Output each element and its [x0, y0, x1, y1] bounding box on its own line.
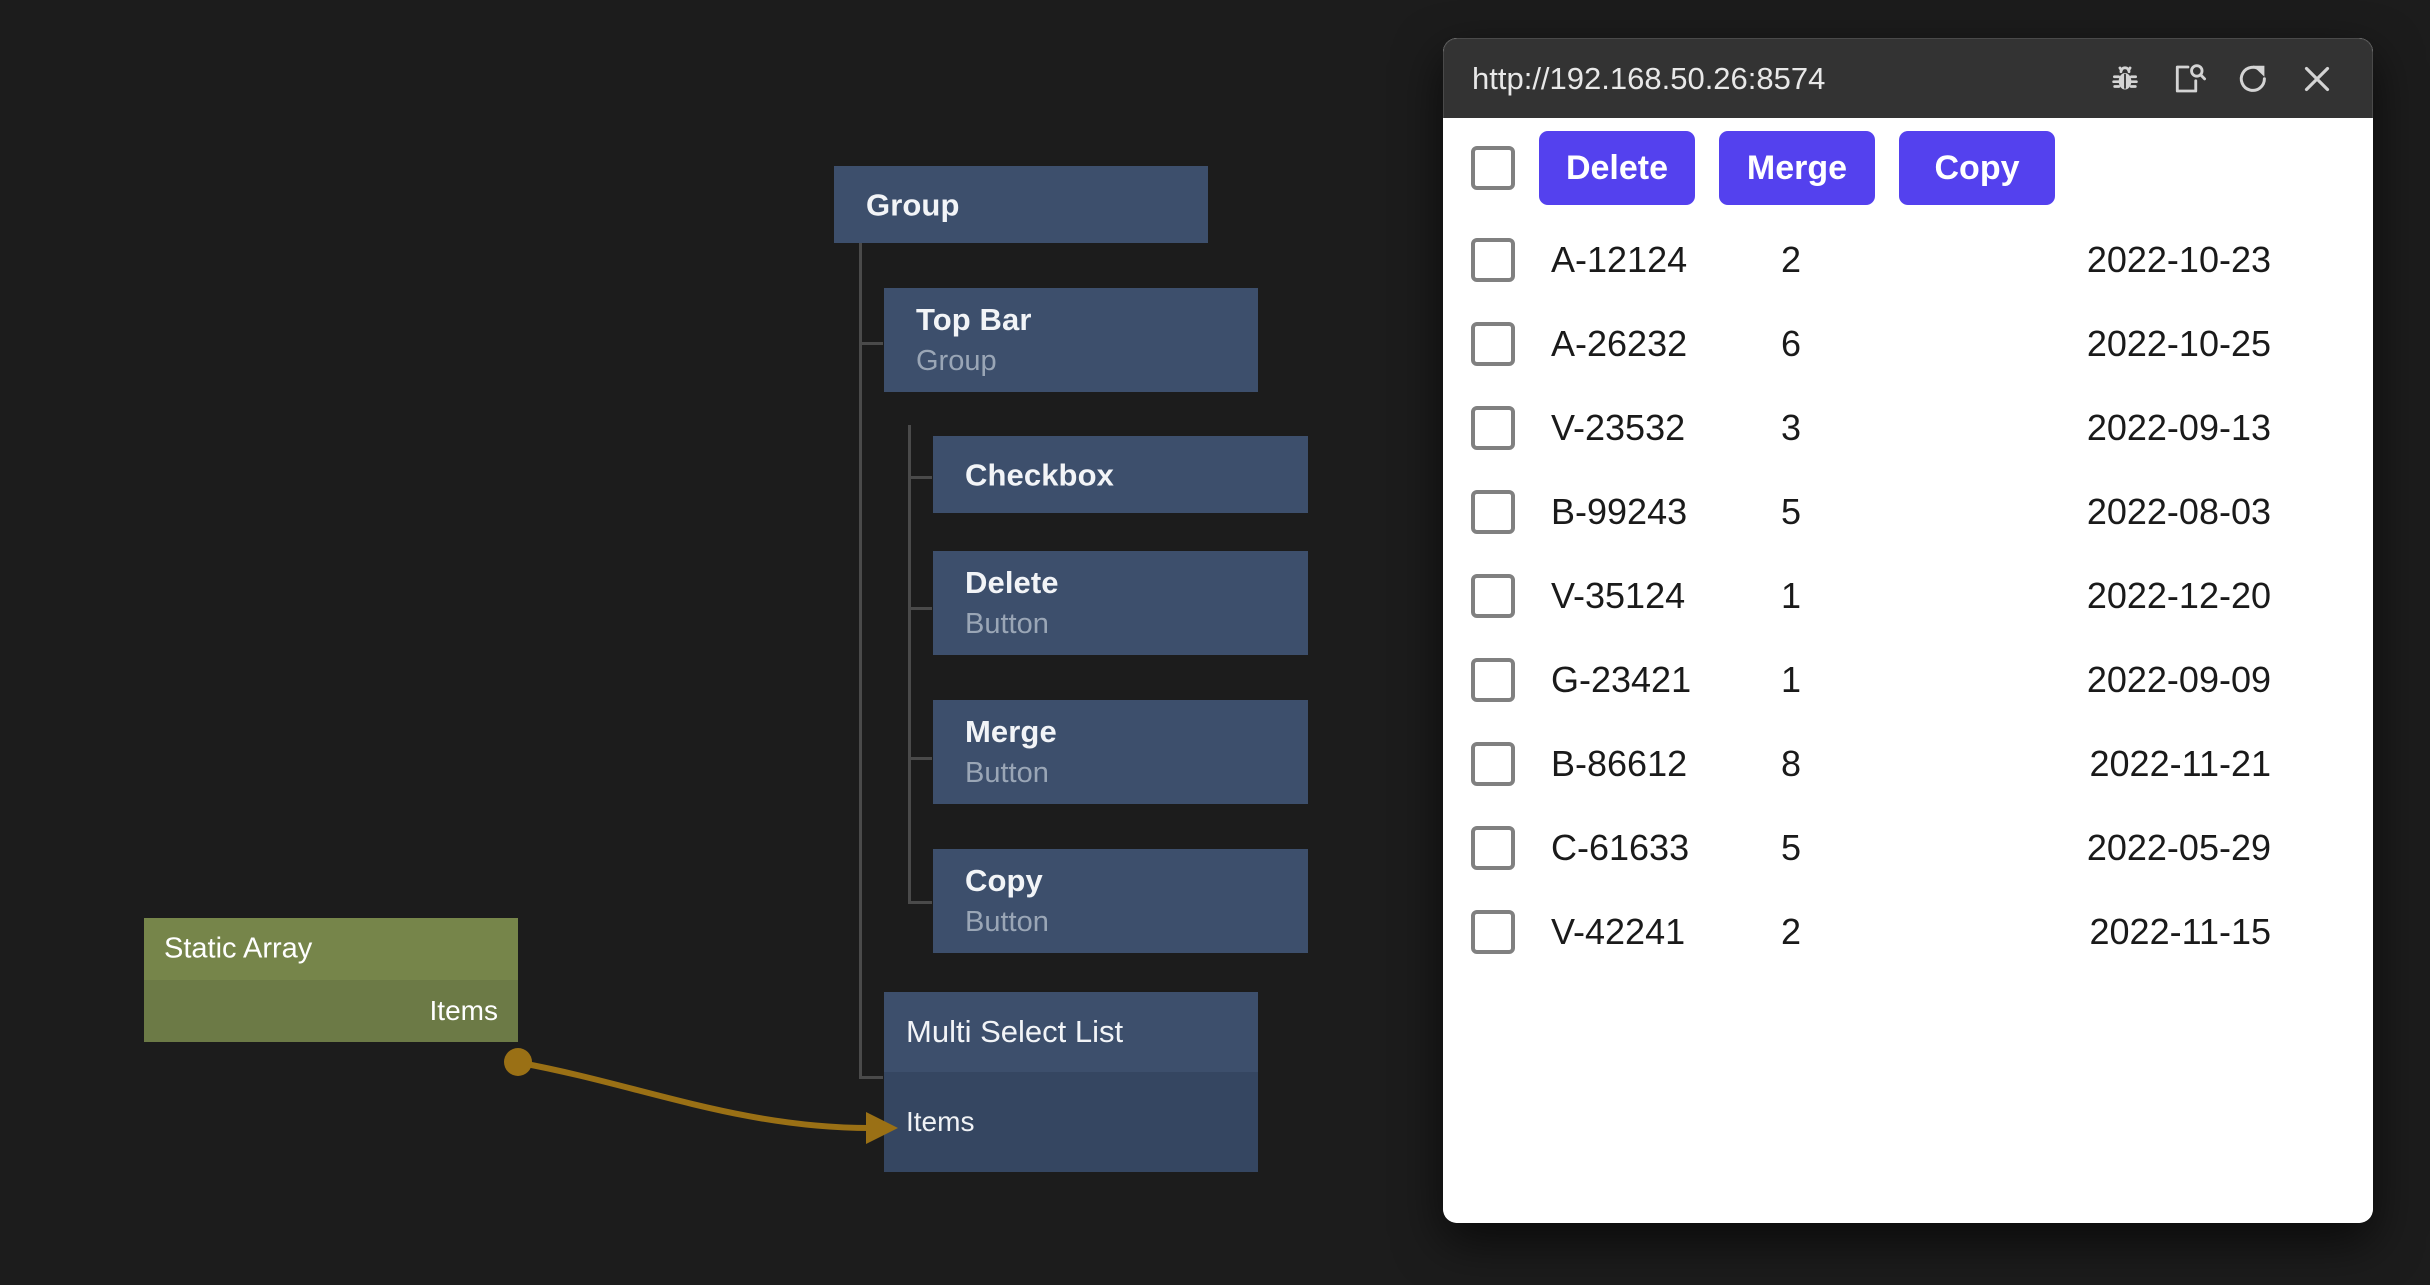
row-date: 2022-10-23: [2086, 239, 2271, 280]
row-checkbox[interactable]: [1471, 742, 1515, 786]
tree-node-title: Checkbox: [965, 457, 1114, 492]
row-quantity: 3: [1781, 407, 1802, 448]
row-date: 2022-09-09: [2086, 659, 2271, 700]
reload-icon[interactable]: [2224, 50, 2282, 108]
tree-connector-branch: [908, 901, 932, 904]
table-row[interactable]: A-12124 2 2022-10-23: [1443, 218, 2373, 302]
row-id: B-99243: [1551, 491, 1688, 532]
row-checkbox[interactable]: [1471, 574, 1515, 618]
tree-connector-branch: [908, 476, 932, 479]
row-checkbox[interactable]: [1471, 406, 1515, 450]
delete-button[interactable]: Delete: [1539, 131, 1695, 205]
tree-connector-branch: [859, 1076, 883, 1079]
copy-button[interactable]: Copy: [1899, 131, 2055, 205]
row-checkbox[interactable]: [1471, 322, 1515, 366]
node-port-items[interactable]: Items: [429, 995, 498, 1026]
table-row[interactable]: G-23421 1 2022-09-09: [1443, 638, 2373, 722]
row-date: 2022-05-29: [2086, 827, 2271, 868]
tree-node-title: Group: [866, 187, 960, 222]
tree-node-title: Merge: [965, 714, 1057, 749]
row-quantity: 2: [1781, 911, 1802, 952]
url-bar[interactable]: http://192.168.50.26:8574: [1472, 60, 1826, 96]
node-header: Multi Select List: [884, 992, 1258, 1072]
row-id: A-26232: [1551, 323, 1688, 364]
tree-node-copy[interactable]: Copy Button: [933, 849, 1308, 953]
row-quantity: 1: [1781, 575, 1802, 616]
tree-node-subtitle: Group: [916, 345, 997, 377]
node-port-items[interactable]: Items: [906, 1106, 975, 1137]
tree-connector-branch: [908, 757, 932, 760]
row-id: G-23421: [1551, 659, 1692, 700]
merge-button[interactable]: Merge: [1719, 131, 1875, 205]
tree-connector-trunk: [859, 166, 862, 1078]
row-date: 2022-10-25: [2086, 323, 2271, 364]
node-static-array[interactable]: Static Array Items: [144, 918, 518, 1042]
row-date: 2022-09-13: [2086, 407, 2271, 448]
row-quantity: 8: [1781, 743, 1802, 784]
row-checkbox[interactable]: [1471, 910, 1515, 954]
table-toolbar: Delete Merge Copy: [1443, 118, 2373, 218]
tree-connector-branch: [908, 607, 932, 610]
tree-node-title: Delete: [965, 565, 1059, 600]
row-checkbox[interactable]: [1471, 238, 1515, 282]
browser-titlebar: http://192.168.50.26:8574: [1443, 38, 2373, 118]
inspect-icon[interactable]: [2160, 50, 2218, 108]
row-date: 2022-08-03: [2086, 491, 2271, 532]
node-body: Items: [144, 980, 518, 1042]
row-date: 2022-12-20: [2086, 575, 2271, 616]
edge-static-array-to-multi-select: [520, 1060, 871, 1131]
node-title: Static Array: [164, 932, 313, 965]
tree-node-checkbox[interactable]: Checkbox: [933, 436, 1308, 513]
table-row[interactable]: C-61633 5 2022-05-29: [1443, 806, 2373, 890]
edge-source-port-dot: [504, 1048, 532, 1076]
node-title: Multi Select List: [906, 1014, 1124, 1049]
row-quantity: 5: [1781, 827, 1802, 868]
node-multi-select-list[interactable]: Multi Select List Items: [884, 992, 1258, 1172]
tree-node-group[interactable]: Group: [834, 166, 1208, 243]
row-id: V-35124: [1551, 575, 1686, 616]
row-id: V-42241: [1551, 911, 1686, 952]
tree-node-subtitle: Button: [965, 906, 1049, 938]
close-icon[interactable]: [2288, 50, 2346, 108]
row-checkbox[interactable]: [1471, 490, 1515, 534]
row-id: C-61633: [1551, 827, 1690, 868]
table-row[interactable]: B-99243 5 2022-08-03: [1443, 470, 2373, 554]
tree-node-delete[interactable]: Delete Button: [933, 551, 1308, 655]
row-id: B-86612: [1551, 743, 1688, 784]
row-date: 2022-11-21: [2089, 743, 2271, 784]
tree-connector-trunk-level2: [908, 425, 911, 904]
row-quantity: 1: [1781, 659, 1802, 700]
row-checkbox[interactable]: [1471, 826, 1515, 870]
tree-node-top-bar[interactable]: Top Bar Group: [884, 288, 1258, 392]
row-quantity: 5: [1781, 491, 1802, 532]
browser-panel[interactable]: http://192.168.50.26:8574: [1443, 38, 2373, 1223]
bug-icon[interactable]: [2096, 50, 2154, 108]
node-header: Static Array: [144, 918, 518, 980]
row-id: V-23532: [1551, 407, 1686, 448]
tree-node-title: Copy: [965, 863, 1043, 898]
node-body: Items: [884, 1072, 1258, 1172]
tree-connector-branch: [859, 342, 883, 345]
tree-node-merge[interactable]: Merge Button: [933, 700, 1308, 804]
row-date: 2022-11-15: [2089, 911, 2271, 952]
row-id: A-12124: [1551, 239, 1688, 280]
row-checkbox[interactable]: [1471, 658, 1515, 702]
table-row[interactable]: V-23532 3 2022-09-13: [1443, 386, 2373, 470]
table-row[interactable]: V-35124 1 2022-12-20: [1443, 554, 2373, 638]
table-row[interactable]: A-26232 6 2022-10-25: [1443, 302, 2373, 386]
row-quantity: 2: [1781, 239, 1802, 280]
table-row[interactable]: B-86612 8 2022-11-21: [1443, 722, 2373, 806]
table-row[interactable]: V-42241 2 2022-11-15: [1443, 890, 2373, 974]
tree-node-title: Top Bar: [916, 302, 1032, 337]
tree-node-subtitle: Button: [965, 757, 1049, 789]
row-quantity: 6: [1781, 323, 1802, 364]
select-all-checkbox[interactable]: [1471, 146, 1515, 190]
tree-node-subtitle: Button: [965, 608, 1049, 640]
